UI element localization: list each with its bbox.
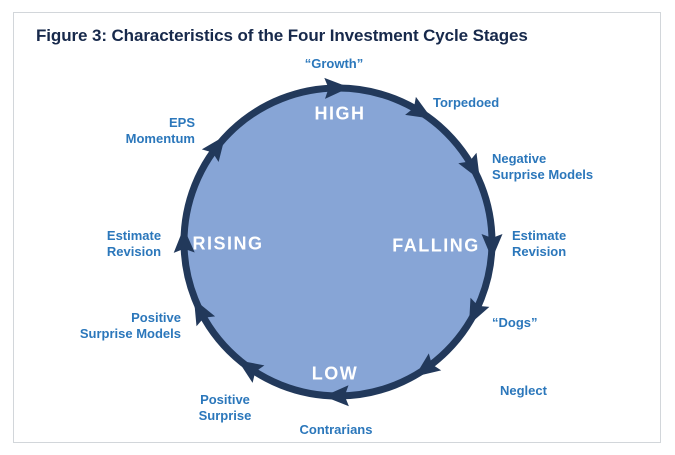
label-dogs: “Dogs” <box>492 315 538 330</box>
stage-label-high: HIGH <box>314 103 366 124</box>
label-positive-surprise-models: Positive Surprise Models <box>79 310 181 341</box>
figure-title: Figure 3: Characteristics of the Four In… <box>36 26 528 45</box>
label-torpedoed: Torpedoed <box>433 95 500 110</box>
cycle-arrow <box>458 152 480 180</box>
stage-label-falling: FALLING <box>392 235 480 256</box>
label-neglect: Neglect <box>500 383 547 398</box>
cycle-arrow <box>323 385 349 407</box>
cycle-arrow <box>324 77 350 99</box>
label-negative-surprise-models: Negative Surprise Models <box>492 151 594 182</box>
cycle-arrow <box>481 234 503 259</box>
label-growth: “Growth” <box>304 56 364 71</box>
cycle-arrow <box>237 360 265 383</box>
cycle-arrow <box>405 96 432 119</box>
cycle-arrow <box>201 135 226 162</box>
stage-label-rising: RISING <box>192 233 264 254</box>
stage-label-low: LOW <box>311 363 359 384</box>
cycle-arrow <box>194 299 216 327</box>
cycle-arrow <box>469 297 490 325</box>
label-eps-momentum: EPS Momentum <box>125 115 195 146</box>
label-contrarians: Contrarians <box>299 422 373 437</box>
cycle-arrow <box>414 353 442 377</box>
label-estimate-revision-left: Estimate Revision <box>106 228 162 259</box>
cycle-arrow <box>173 227 195 253</box>
label-positive-surprise: Positive Surprise <box>198 392 252 423</box>
label-estimate-revision-right: Estimate Revision <box>512 228 567 259</box>
